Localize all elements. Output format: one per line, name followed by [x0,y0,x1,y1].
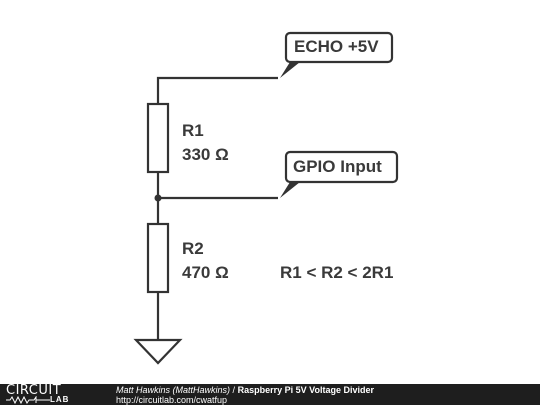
r2-name: R2 [182,239,204,258]
ground-icon [133,338,183,365]
author-name[interactable]: Matt Hawkins (MattHawkins) [116,385,231,395]
schematic [133,31,399,365]
r2-value: 470 Ω [182,263,229,282]
circuitlab-logo[interactable]: CIRCUIT LAB [6,384,98,405]
net-label-echo-box [280,31,394,78]
circuit-url-link[interactable]: http://circuitlab.com/cwatfup [116,395,228,405]
wire-echo [156,76,278,104]
r1-name: R1 [182,121,204,140]
resistor-r1 [146,102,170,174]
credit-separator: / [232,385,236,395]
logo-text-circuit: CIRCUIT [6,383,62,398]
net-label-echo: ECHO +5V [294,37,379,56]
credit-line: Matt Hawkins (MattHawkins) / Raspberry P… [116,385,374,395]
r1-value: 330 Ω [182,145,229,164]
circuit-title: Raspberry Pi 5V Voltage Divider [237,385,374,395]
logo-text-lab: LAB [50,395,70,404]
footer-bar: CIRCUIT LAB Matt Hawkins (MattHawkins) /… [0,384,540,405]
net-label-gpio: GPIO Input [293,157,382,176]
resistor-r2 [146,222,170,294]
net-label-gpio-box [280,150,399,198]
junction-dot [154,194,162,202]
logo-wave-icon [6,396,50,404]
relation-note: R1 < R2 < 2R1 [280,263,394,282]
